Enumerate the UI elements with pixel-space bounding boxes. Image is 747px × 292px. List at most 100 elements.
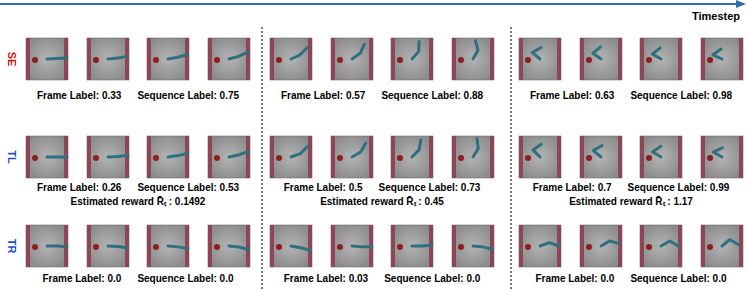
env-frame	[270, 225, 312, 267]
frame-ground	[580, 38, 622, 80]
env-frame	[331, 38, 373, 80]
frame-wall	[640, 38, 644, 80]
reacher-arm	[713, 49, 722, 59]
frame-wall	[369, 38, 373, 80]
reacher-arm	[412, 245, 432, 246]
frame-wall	[739, 136, 743, 178]
label-pair: Frame Label: 0.33 Sequence Label: 0.75	[37, 90, 239, 102]
reward-label: Estimated reward R̄ₜ : 0.45	[320, 196, 444, 208]
frame-wall	[618, 136, 622, 178]
env-frame	[640, 225, 682, 267]
frame-ground	[519, 136, 561, 178]
frame-label: Frame Label: 0.03	[284, 273, 368, 285]
frame-wall	[125, 225, 129, 267]
frame-ground	[208, 38, 250, 80]
frame-ground	[331, 225, 373, 267]
frame-wall	[580, 38, 584, 80]
env-frame	[26, 136, 68, 178]
frame-wall	[331, 136, 335, 178]
frame-wall	[270, 136, 274, 178]
frame-ground	[519, 38, 561, 80]
reacher-arm	[108, 56, 128, 59]
frame-label: Frame Label: 0.7	[533, 182, 612, 194]
frame-wall	[185, 225, 189, 267]
reacher-arm	[168, 55, 187, 59]
frame-wall	[331, 225, 335, 267]
env-frame	[391, 136, 433, 178]
env-frame	[26, 225, 68, 267]
frame-wall	[308, 225, 312, 267]
reacher-arm	[108, 156, 128, 157]
frame-wall	[429, 38, 433, 80]
env-frame	[580, 38, 622, 80]
reacher-arm	[291, 147, 307, 157]
frame-wall	[557, 136, 561, 178]
frame-wall	[490, 38, 494, 80]
frame-wall	[246, 136, 250, 178]
reacher-arm	[352, 143, 366, 157]
target-dot	[337, 57, 343, 63]
target-dot	[525, 57, 531, 63]
target-dot	[276, 57, 282, 63]
env-frame	[452, 225, 494, 267]
label-pair: Frame Label: 0.5Sequence Label: 0.73	[284, 182, 481, 194]
row-label: TR	[6, 239, 18, 254]
target-dot	[214, 155, 220, 161]
frame-ground	[640, 38, 682, 80]
frame-label: Frame Label: 0.33	[37, 90, 121, 102]
frame-wall	[701, 225, 705, 267]
frame-wall	[308, 38, 312, 80]
sequence-label: Sequence Label: 0.98	[630, 90, 732, 102]
env-frame	[147, 38, 189, 80]
frame-wall	[87, 136, 91, 178]
frame-ground	[391, 225, 433, 267]
env-frame	[270, 38, 312, 80]
frame-wall	[490, 225, 494, 267]
frame-wall	[429, 136, 433, 178]
env-frame	[87, 225, 129, 267]
reacher-arm	[593, 47, 601, 59]
label-pair: Frame Label: 0.03Sequence Label: 0.0	[284, 273, 481, 285]
reacher-arm	[601, 241, 619, 246]
sequence-label: Sequence Label: 0.75	[137, 90, 239, 102]
frame-ground	[580, 136, 622, 178]
frame-wall	[147, 136, 151, 178]
frame-wall	[580, 136, 584, 178]
label-pair: Frame Label: 0.0Sequence Label: 0.0	[42, 273, 233, 285]
env-frame	[580, 225, 622, 267]
frame-wall	[26, 136, 30, 178]
frame-wall	[246, 38, 250, 80]
row-label: TL	[6, 150, 18, 163]
target-dot	[397, 155, 403, 161]
frame-ground	[147, 225, 189, 267]
frame-wall	[26, 38, 30, 80]
env-frame	[147, 136, 189, 178]
frame-wall	[391, 225, 395, 267]
frame-ground	[26, 225, 68, 267]
frame-wall	[147, 225, 151, 267]
frame-ground	[270, 38, 312, 80]
frame-ground	[87, 38, 129, 80]
env-frame	[331, 136, 373, 178]
reacher-arm	[652, 48, 661, 59]
frame-ground	[87, 225, 129, 267]
frame-label: Frame Label: 0.63	[530, 90, 614, 102]
target-dot	[646, 244, 652, 250]
frame-wall	[580, 225, 584, 267]
target-dot	[397, 57, 403, 63]
frame-wall	[87, 38, 91, 80]
frame-wall	[87, 225, 91, 267]
env-frame	[640, 136, 682, 178]
target-dot	[32, 57, 38, 63]
reacher-arm	[532, 48, 541, 59]
sequence-label: Sequence Label: 0.53	[137, 182, 239, 194]
reacher-arm	[229, 152, 248, 157]
target-dot	[397, 244, 403, 250]
reacher-arm	[47, 156, 67, 159]
reacher-arm	[473, 246, 493, 249]
frame-ground	[26, 38, 68, 80]
frame-wall	[519, 136, 523, 178]
sequence-label: Sequence Label: 0.73	[379, 182, 481, 194]
target-dot	[525, 155, 531, 161]
frame-ground	[452, 225, 494, 267]
